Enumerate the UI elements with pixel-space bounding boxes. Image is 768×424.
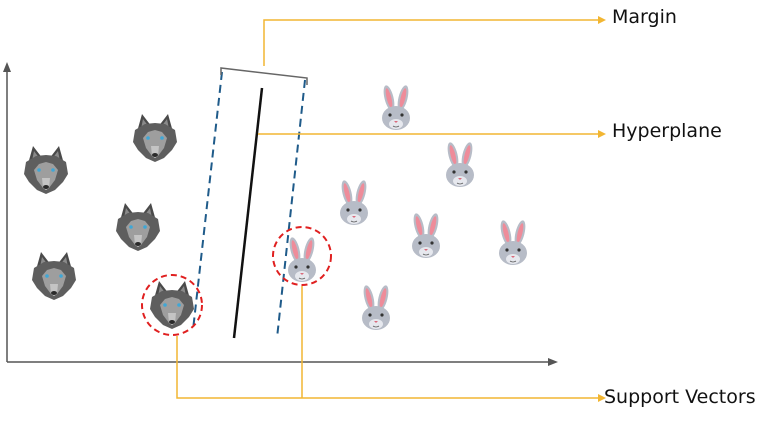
margin-boundary-left xyxy=(192,71,223,331)
wolf-head-icon xyxy=(32,252,76,300)
margin-callout xyxy=(263,19,602,66)
rabbit-head-icon xyxy=(411,211,441,259)
rabbit-head-icon xyxy=(287,235,317,283)
rabbit-head-icon xyxy=(381,83,411,131)
support-vectors-label: Support Vectors xyxy=(604,386,756,408)
wolf-head-icon xyxy=(24,146,68,194)
margin-boundary-right xyxy=(276,79,306,339)
wolf-head-icon xyxy=(150,281,194,329)
margin-label: Margin xyxy=(612,6,677,28)
wolf-class xyxy=(24,114,194,329)
wolf-head-icon xyxy=(116,203,160,251)
wolf-head-icon xyxy=(133,114,177,162)
rabbit-head-icon xyxy=(361,283,391,331)
rabbit-head-icon xyxy=(339,178,369,226)
support-vectors-callout xyxy=(176,286,602,399)
rabbit-head-icon xyxy=(445,140,475,188)
hyperplane-callout-arrow xyxy=(598,130,606,138)
callout-lines xyxy=(176,16,606,402)
rabbit-head-icon xyxy=(498,218,528,266)
support-vector-circle-rabbit xyxy=(272,226,332,286)
margin-callout-arrow xyxy=(598,16,606,24)
rabbit-class xyxy=(287,83,528,331)
hyperplane-line xyxy=(232,87,264,339)
x-axis-arrow xyxy=(548,358,558,366)
hyperplane-label: Hyperplane xyxy=(612,120,722,142)
margin-bracket xyxy=(220,67,308,85)
support-vectors-callout-arrow xyxy=(598,394,606,402)
axes xyxy=(3,62,558,366)
support-vector-circle-wolf xyxy=(141,274,203,336)
y-axis-arrow xyxy=(3,62,11,72)
